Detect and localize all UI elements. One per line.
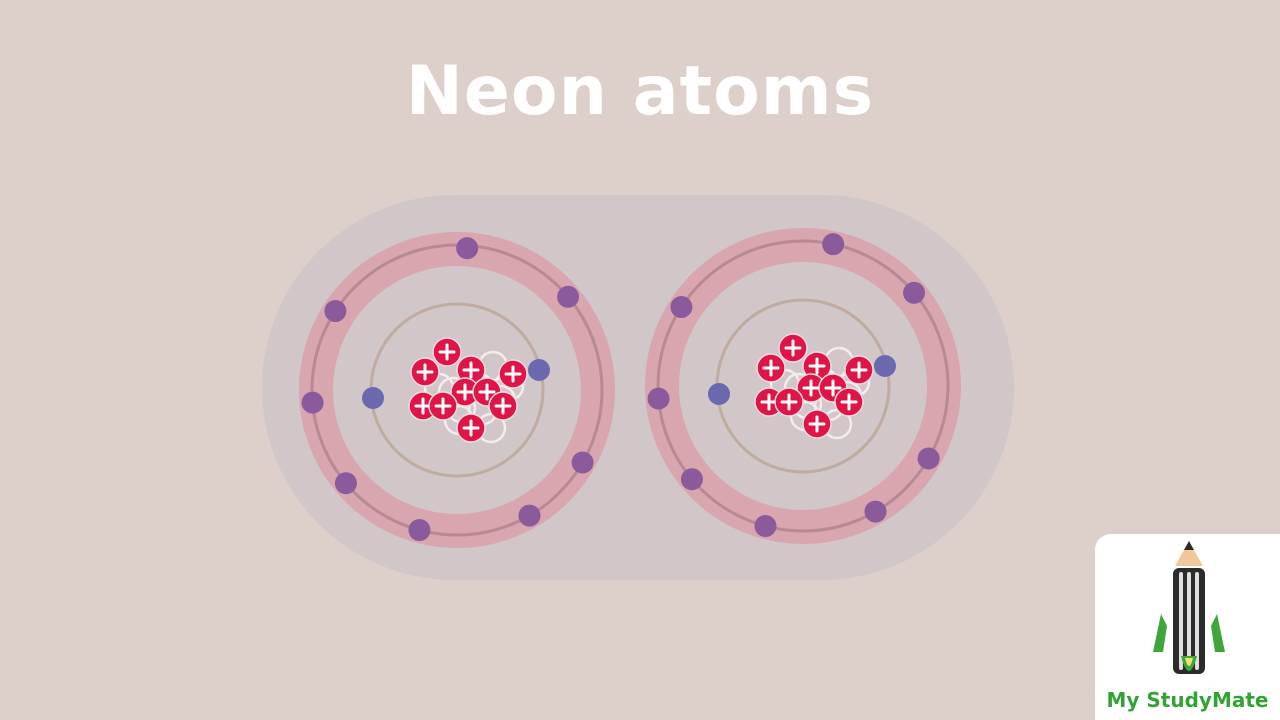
outer-electron — [670, 296, 693, 319]
outer-electron — [408, 519, 431, 542]
proton — [408, 391, 438, 421]
proton — [410, 357, 440, 387]
outer-shell-band — [645, 228, 961, 544]
outer-electron — [571, 451, 594, 474]
outer-electron — [334, 472, 357, 495]
pencil-rocket-logo-icon — [1153, 541, 1225, 674]
outer-electron — [301, 391, 324, 414]
proton — [498, 359, 528, 389]
outer-electron — [557, 285, 580, 308]
proton — [778, 333, 808, 363]
proton — [456, 413, 486, 443]
outer-electron — [754, 515, 777, 538]
proton — [756, 353, 786, 383]
inner-electron — [708, 383, 730, 405]
outer-electron — [518, 504, 541, 527]
proton — [488, 391, 518, 421]
inner-electron — [362, 387, 384, 409]
proton — [774, 387, 804, 417]
outer-electron — [822, 233, 845, 256]
inner-electron — [874, 355, 896, 377]
outer-electron — [903, 281, 926, 304]
studymate-logo: My StudyMate — [1095, 534, 1280, 720]
proton — [754, 387, 784, 417]
outer-electron — [647, 387, 670, 410]
outer-electron — [864, 500, 887, 523]
proton — [834, 387, 864, 417]
proton — [428, 391, 458, 421]
proton — [456, 355, 486, 385]
neon-atom-2 — [645, 228, 961, 544]
bond-capsule — [262, 195, 1014, 580]
outer-shell-orbit — [656, 239, 950, 533]
page-title: Neon atoms — [405, 52, 875, 131]
proton — [802, 409, 832, 439]
outer-electron — [456, 237, 479, 260]
proton — [844, 355, 874, 385]
outer-electron — [917, 447, 940, 470]
proton — [432, 337, 462, 367]
logo-text: My StudyMate — [1106, 688, 1269, 712]
proton — [796, 373, 826, 403]
neon-atom-1 — [299, 232, 615, 548]
outer-electron — [324, 300, 347, 323]
outer-electron — [680, 468, 703, 491]
inner-electron — [528, 359, 550, 381]
